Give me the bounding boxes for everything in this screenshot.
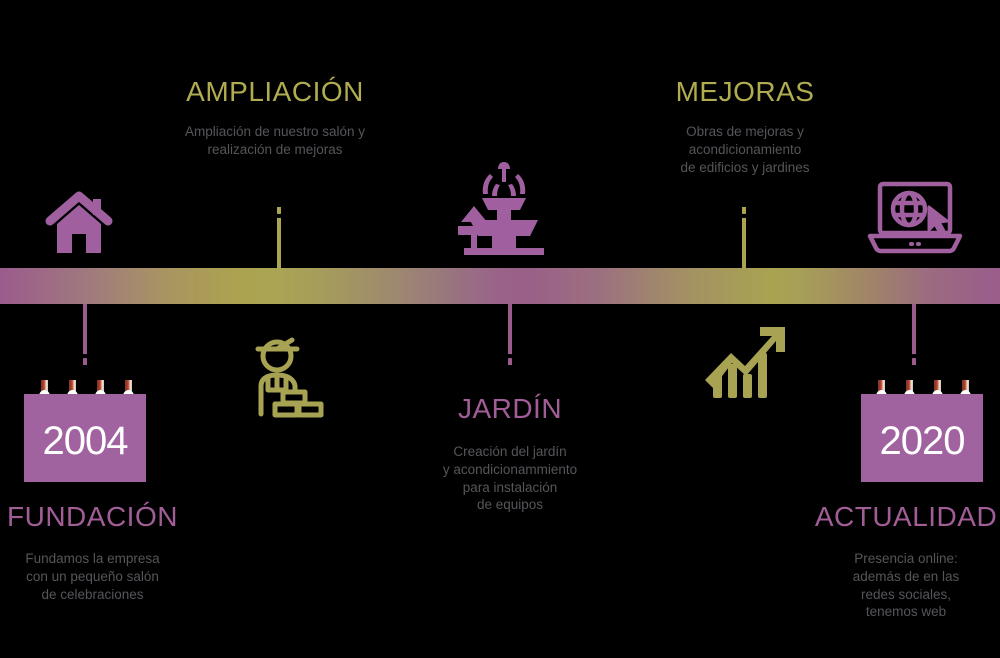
actualidad-description-line-2: además de en las [852, 568, 960, 584]
calendar-2020: 2020 [861, 380, 983, 482]
fundacion-title: FUNDACIÓN [7, 501, 178, 532]
fundacion-description-line-2: con un pequeño salón [26, 568, 159, 584]
connector-fundacion [74, 304, 96, 376]
actualidad-title: ACTUALIDAD [814, 501, 998, 532]
mejoras-description-line-3: de edificios y jardines [680, 159, 810, 175]
jardin-title: JARDÍN [457, 393, 563, 424]
calendar-2020-body: 2020 [861, 394, 983, 482]
milestone-fundacion-text: FUNDACIÓN Fundamos la empresa con un peq… [0, 503, 185, 603]
timeline-gradient-bar [0, 268, 1000, 304]
actualidad-description-line-1: Presencia online: [854, 551, 958, 566]
laptop-globe-icon [866, 180, 964, 260]
ampliacion-title: AMPLIACIÓN [186, 76, 364, 107]
ampliacion-description-line-1: Ampliación de nuestro salón y [184, 124, 366, 139]
actualidad-description-line-4: tenemos web [865, 604, 947, 620]
milestone-actualidad-text: ACTUALIDAD Presencia online: además de e… [812, 503, 1000, 621]
mejoras-description-line-2: acondicionamiento [688, 141, 802, 157]
growth-chart-icon [699, 320, 789, 400]
ampliacion-description-line-2: realización de mejoras [207, 141, 343, 157]
mejoras-title: MEJORAS [675, 76, 815, 107]
fundacion-description-line-1: Fundamos la empresa [25, 551, 160, 566]
milestone-mejoras-text: MEJORAS Obras de mejoras y acondicionami… [625, 78, 865, 176]
fountain-garden-icon [452, 160, 557, 255]
jardin-description-line-2: y acondicionammiento [442, 461, 578, 477]
calendar-2004-body: 2004 [24, 394, 146, 482]
calendar-2004: 2004 [24, 380, 146, 482]
mejoras-description-line-1: Obras de mejoras y [686, 124, 804, 139]
connector-mejoras [733, 196, 755, 268]
connector-ampliacion [268, 196, 290, 268]
calendar-2004-year: 2004 [42, 419, 129, 463]
house-icon [44, 190, 114, 258]
jardin-description-line-1: Creación del jardín [453, 444, 567, 459]
connector-jardin [499, 304, 521, 376]
actualidad-description-line-3: redes sociales, [860, 586, 952, 602]
connector-actualidad [903, 304, 925, 376]
bricklayer-worker-icon [250, 334, 332, 418]
fundacion-description-line-3: de celebraciones [41, 586, 144, 602]
jardin-description-line-4: de equipos [476, 497, 544, 513]
jardin-description-line-3: para instalación [462, 479, 558, 495]
milestone-jardin-text: JARDÍN Creación del jardín y acondiciona… [400, 395, 620, 514]
milestone-ampliacion-text: AMPLIACIÓN Ampliación de nuestro salón y… [155, 78, 395, 159]
calendar-2020-year: 2020 [879, 419, 966, 463]
